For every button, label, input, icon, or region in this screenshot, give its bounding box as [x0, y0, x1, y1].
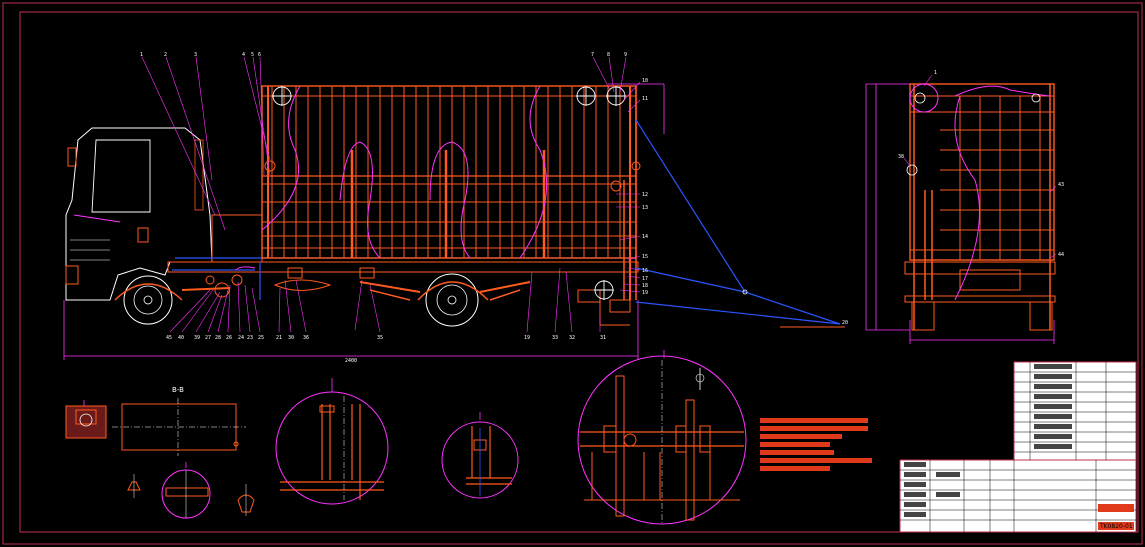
detail-circle-1	[275, 378, 389, 505]
svg-text:26: 26	[226, 335, 232, 341]
right-callouts: 12 13 14 15 16 17 18 19 20	[642, 192, 848, 326]
svg-text:45: 45	[166, 335, 172, 341]
svg-text:6: 6	[258, 52, 261, 58]
detail-circle-2	[441, 412, 519, 499]
drawing-number: TK0820-01	[1099, 523, 1133, 530]
top-callouts: 1 2 3 4 5 6 7 8 9 10 11	[140, 52, 648, 102]
svg-text:20: 20	[842, 320, 848, 326]
svg-text:43: 43	[1058, 182, 1064, 188]
svg-text:38: 38	[898, 154, 904, 160]
svg-text:32: 32	[569, 335, 575, 341]
svg-text:14: 14	[642, 234, 648, 240]
end-view: 1 38 43 44	[865, 70, 1064, 344]
svg-text:27: 27	[205, 335, 211, 341]
svg-text:12: 12	[642, 192, 648, 198]
side-view: 2400	[63, 52, 848, 364]
loading-ramp	[635, 119, 841, 325]
inner-frame	[19, 11, 1139, 533]
svg-text:3: 3	[194, 52, 197, 58]
svg-text:19: 19	[642, 290, 648, 296]
svg-text:19: 19	[524, 335, 530, 341]
cab-window	[91, 139, 151, 213]
svg-text:30: 30	[288, 335, 294, 341]
detail-circle-3	[577, 350, 747, 525]
svg-text:23: 23	[247, 335, 253, 341]
svg-text:9: 9	[624, 52, 627, 58]
svg-text:39: 39	[194, 335, 200, 341]
cab-outline	[65, 127, 213, 301]
chassis-frame	[167, 261, 639, 273]
svg-text:2400: 2400	[345, 358, 357, 364]
cutaway-curves	[235, 85, 548, 271]
section-b-b: B-B	[112, 386, 246, 456]
leader-lines	[141, 56, 641, 333]
svg-text:31: 31	[600, 335, 606, 341]
svg-text:B-B: B-B	[172, 386, 184, 394]
svg-text:18: 18	[642, 283, 648, 289]
small-details	[127, 462, 255, 519]
bottom-callouts: 45 40 39 27 28 26 24 23 25 21 30 36 35 1…	[166, 335, 606, 341]
technical-notes	[760, 418, 872, 471]
svg-text:8: 8	[607, 52, 610, 58]
detail-hatched-block	[65, 400, 107, 439]
svg-text:5: 5	[251, 52, 254, 58]
title-block: TK0820-01	[899, 361, 1137, 533]
svg-text:28: 28	[215, 335, 221, 341]
svg-text:21: 21	[276, 335, 282, 341]
svg-text:4: 4	[242, 52, 245, 58]
svg-text:25: 25	[258, 335, 264, 341]
svg-text:7: 7	[591, 52, 594, 58]
svg-text:1: 1	[140, 52, 143, 58]
svg-text:44: 44	[1058, 252, 1064, 258]
svg-text:15: 15	[642, 254, 648, 260]
svg-text:11: 11	[642, 96, 648, 102]
svg-text:2: 2	[164, 52, 167, 58]
svg-text:24: 24	[238, 335, 244, 341]
svg-text:13: 13	[642, 205, 648, 211]
svg-text:35: 35	[377, 335, 383, 341]
svg-text:36: 36	[303, 335, 309, 341]
svg-text:16: 16	[642, 268, 648, 274]
svg-text:17: 17	[642, 276, 648, 282]
svg-text:33: 33	[552, 335, 558, 341]
cargo-cage	[261, 85, 637, 300]
svg-text:1: 1	[934, 70, 937, 76]
svg-text:40: 40	[178, 335, 184, 341]
svg-text:10: 10	[642, 78, 648, 84]
